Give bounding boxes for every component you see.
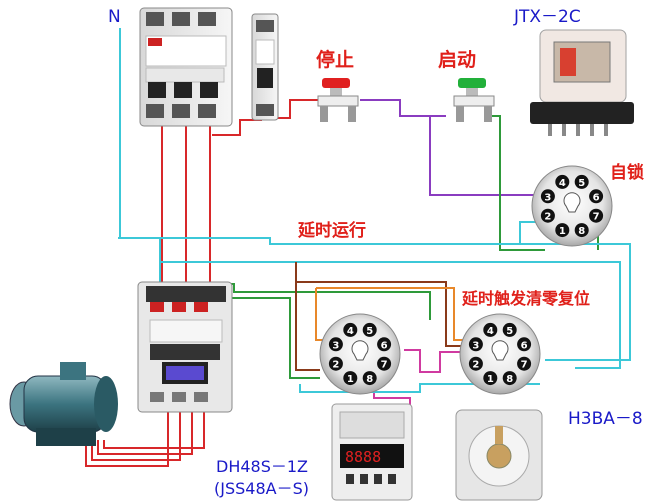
timer-left-pin-3-label: 3 xyxy=(332,340,339,351)
timer-left-pin-4-dot xyxy=(343,322,358,337)
timer-h3ba-8 xyxy=(455,409,543,501)
start-green-wire xyxy=(488,115,545,251)
timer-left-pin-7-label: 7 xyxy=(381,360,388,371)
timer-right-pin-6-dot xyxy=(517,337,532,352)
contactor xyxy=(137,281,233,413)
self-lock-pin-6-dot xyxy=(589,189,604,204)
timer-right-pin-1-label: 1 xyxy=(487,374,494,385)
timer-right-pin-2-label: 2 xyxy=(472,360,479,371)
timer-left-pin-5-label: 5 xyxy=(366,326,373,337)
timer-left-pin-1-dot xyxy=(343,371,358,386)
timer-model-2a-label: DH48S－1Z xyxy=(216,457,308,476)
timer-left-pin-8-label: 8 xyxy=(366,374,373,385)
timer-right-pin-2-dot xyxy=(468,356,483,371)
self-lock-pin-3-dot xyxy=(540,189,555,204)
timer-right-pin-8-dot xyxy=(502,371,517,386)
timer-right-pin-7-label: 7 xyxy=(521,360,528,371)
timer-socket-right xyxy=(459,313,541,395)
motor xyxy=(9,362,118,446)
cyan-run-2 xyxy=(270,221,544,245)
start-button[interactable] xyxy=(453,78,495,122)
self-lock-pin-2-dot xyxy=(540,208,555,223)
timer-left-pin-6-label: 6 xyxy=(381,340,388,351)
self-lock-pin-8-label: 8 xyxy=(578,226,585,237)
self-lock-pin-1-label: 1 xyxy=(559,226,566,237)
motor-wire-ground xyxy=(103,410,205,449)
timer-right-pin-7-dot xyxy=(517,356,532,371)
self-lock-pin-2-label: 2 xyxy=(544,212,551,223)
motor-wire-v xyxy=(91,410,181,461)
timer-right-pin-4-dot xyxy=(483,322,498,337)
start-label: 启动 xyxy=(438,48,476,71)
timer-left-pin-2-label: 2 xyxy=(332,360,339,371)
timer-right-pin-4-label: 4 xyxy=(487,326,494,337)
timer-left-pin-2-dot xyxy=(328,356,343,371)
socket-link-wire xyxy=(299,383,540,393)
timer-right-pin-3-dot xyxy=(468,337,483,352)
contactor-green-wire xyxy=(214,283,431,320)
stop-start-wire xyxy=(360,99,446,117)
self-lock-pin-6-label: 6 xyxy=(593,192,600,203)
stop-button[interactable] xyxy=(317,78,359,122)
self-lock-pin-3-label: 3 xyxy=(544,192,551,203)
timer-dh48s: 8888 xyxy=(331,403,413,501)
relay-model-label: JTX－2C xyxy=(513,7,581,27)
contactor-green-wire-2 xyxy=(224,297,320,379)
self-lock-pin-4-label: 4 xyxy=(559,178,566,189)
self-lock-pin-1-dot xyxy=(555,223,570,238)
stop-label: 停止 xyxy=(316,48,354,71)
self-lock-pin-7-label: 7 xyxy=(593,212,600,223)
timer-left-pin-3-dot xyxy=(328,337,343,352)
timer-left-pin-4-label: 4 xyxy=(347,326,354,337)
self-lock-label: 自锁 xyxy=(610,162,644,183)
timer-left-pin-5-dot xyxy=(362,322,377,337)
timer-left-pin-1-label: 1 xyxy=(347,374,354,385)
single-pole-breaker xyxy=(251,13,279,121)
cyan-run-3 xyxy=(159,261,621,369)
self-lock-pin-5-label: 5 xyxy=(578,178,585,189)
magenta-wire xyxy=(404,349,466,373)
delay-trigger-reset-label: 延时触发清零复位 xyxy=(461,289,590,308)
three-pole-breaker xyxy=(139,7,233,127)
timer-left-pin-6-dot xyxy=(377,337,392,352)
timer-left-pin-7-dot xyxy=(377,356,392,371)
timer-left-pin-8-dot xyxy=(362,371,377,386)
timer-right-pin-5-label: 5 xyxy=(506,326,513,337)
timer-model-1-label: H3BA－8 xyxy=(568,409,643,429)
timer-right-pin-6-label: 6 xyxy=(521,340,528,351)
motor-wire-w xyxy=(97,410,193,455)
self-lock-pin-7-dot xyxy=(589,208,604,223)
self-lock-pin-5-dot xyxy=(574,174,589,189)
timer-right-pin-3-label: 3 xyxy=(472,340,479,351)
motor-wire-u xyxy=(85,410,169,467)
timer-right-pin-5-dot xyxy=(502,322,517,337)
self-lock-pin-4-dot xyxy=(555,174,570,189)
timer-socket-left xyxy=(319,313,401,395)
self-lock-pin-8-dot xyxy=(574,223,589,238)
timer-right-pin-1-dot xyxy=(483,371,498,386)
timer-display: 8888 xyxy=(345,448,381,466)
start-selflock-wire xyxy=(429,115,544,196)
brown-wire xyxy=(295,262,466,371)
timer-model-2b-label: (JSS48A－S) xyxy=(214,479,309,498)
relay-jtx-2c xyxy=(530,29,634,136)
timer-right-pin-8-label: 8 xyxy=(506,374,513,385)
neutral-label: N xyxy=(108,7,121,27)
wires xyxy=(85,28,631,467)
self-lock-socket xyxy=(531,165,613,247)
delay-run-label: 延时运行 xyxy=(297,220,366,241)
control-wire-phase xyxy=(212,99,318,136)
